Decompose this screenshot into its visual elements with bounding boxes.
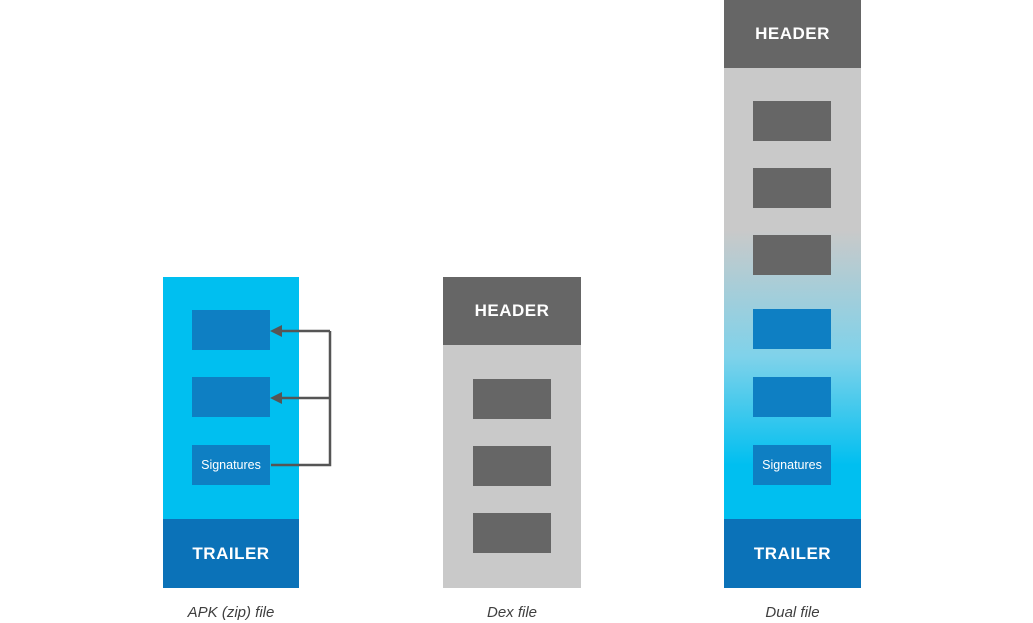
dex-block-1: [473, 379, 551, 419]
dual-column: HEADER Signatures TRAILER: [724, 0, 861, 588]
dex-block-3: [473, 513, 551, 553]
apk-caption: APK (zip) file: [187, 604, 275, 621]
dual-signatures-block: Signatures: [753, 445, 831, 485]
apk-block-2: [192, 377, 270, 417]
dual-trailer: TRAILER: [724, 519, 861, 588]
dual-blue-block-1: [753, 309, 831, 349]
apk-signatures-label: Signatures: [201, 458, 261, 472]
dual-body-gradient: [724, 68, 861, 519]
dual-caption: Dual file: [765, 604, 820, 621]
apk-column: Signatures TRAILER: [163, 277, 299, 588]
dex-header-label: HEADER: [474, 301, 550, 320]
apk-signatures-block: Signatures: [192, 445, 270, 485]
dual-trailer-label: TRAILER: [753, 543, 832, 563]
apk-block-1: [192, 310, 270, 350]
dex-caption: Dex file: [486, 604, 538, 621]
dex-header: HEADER: [443, 277, 581, 345]
apk-trailer-label: TRAILER: [192, 543, 270, 563]
dual-gray-block-2: [753, 168, 831, 208]
dual-header: HEADER: [724, 0, 861, 68]
dual-gray-block-3: [753, 235, 831, 275]
dual-signatures-label: Signatures: [762, 458, 822, 472]
apk-trailer: TRAILER: [163, 519, 299, 588]
dual-blue-block-2: [753, 377, 831, 417]
dual-gray-block-1: [753, 101, 831, 141]
dual-header-label: HEADER: [755, 24, 830, 43]
dex-column: HEADER: [443, 277, 581, 588]
dex-block-2: [473, 446, 551, 486]
